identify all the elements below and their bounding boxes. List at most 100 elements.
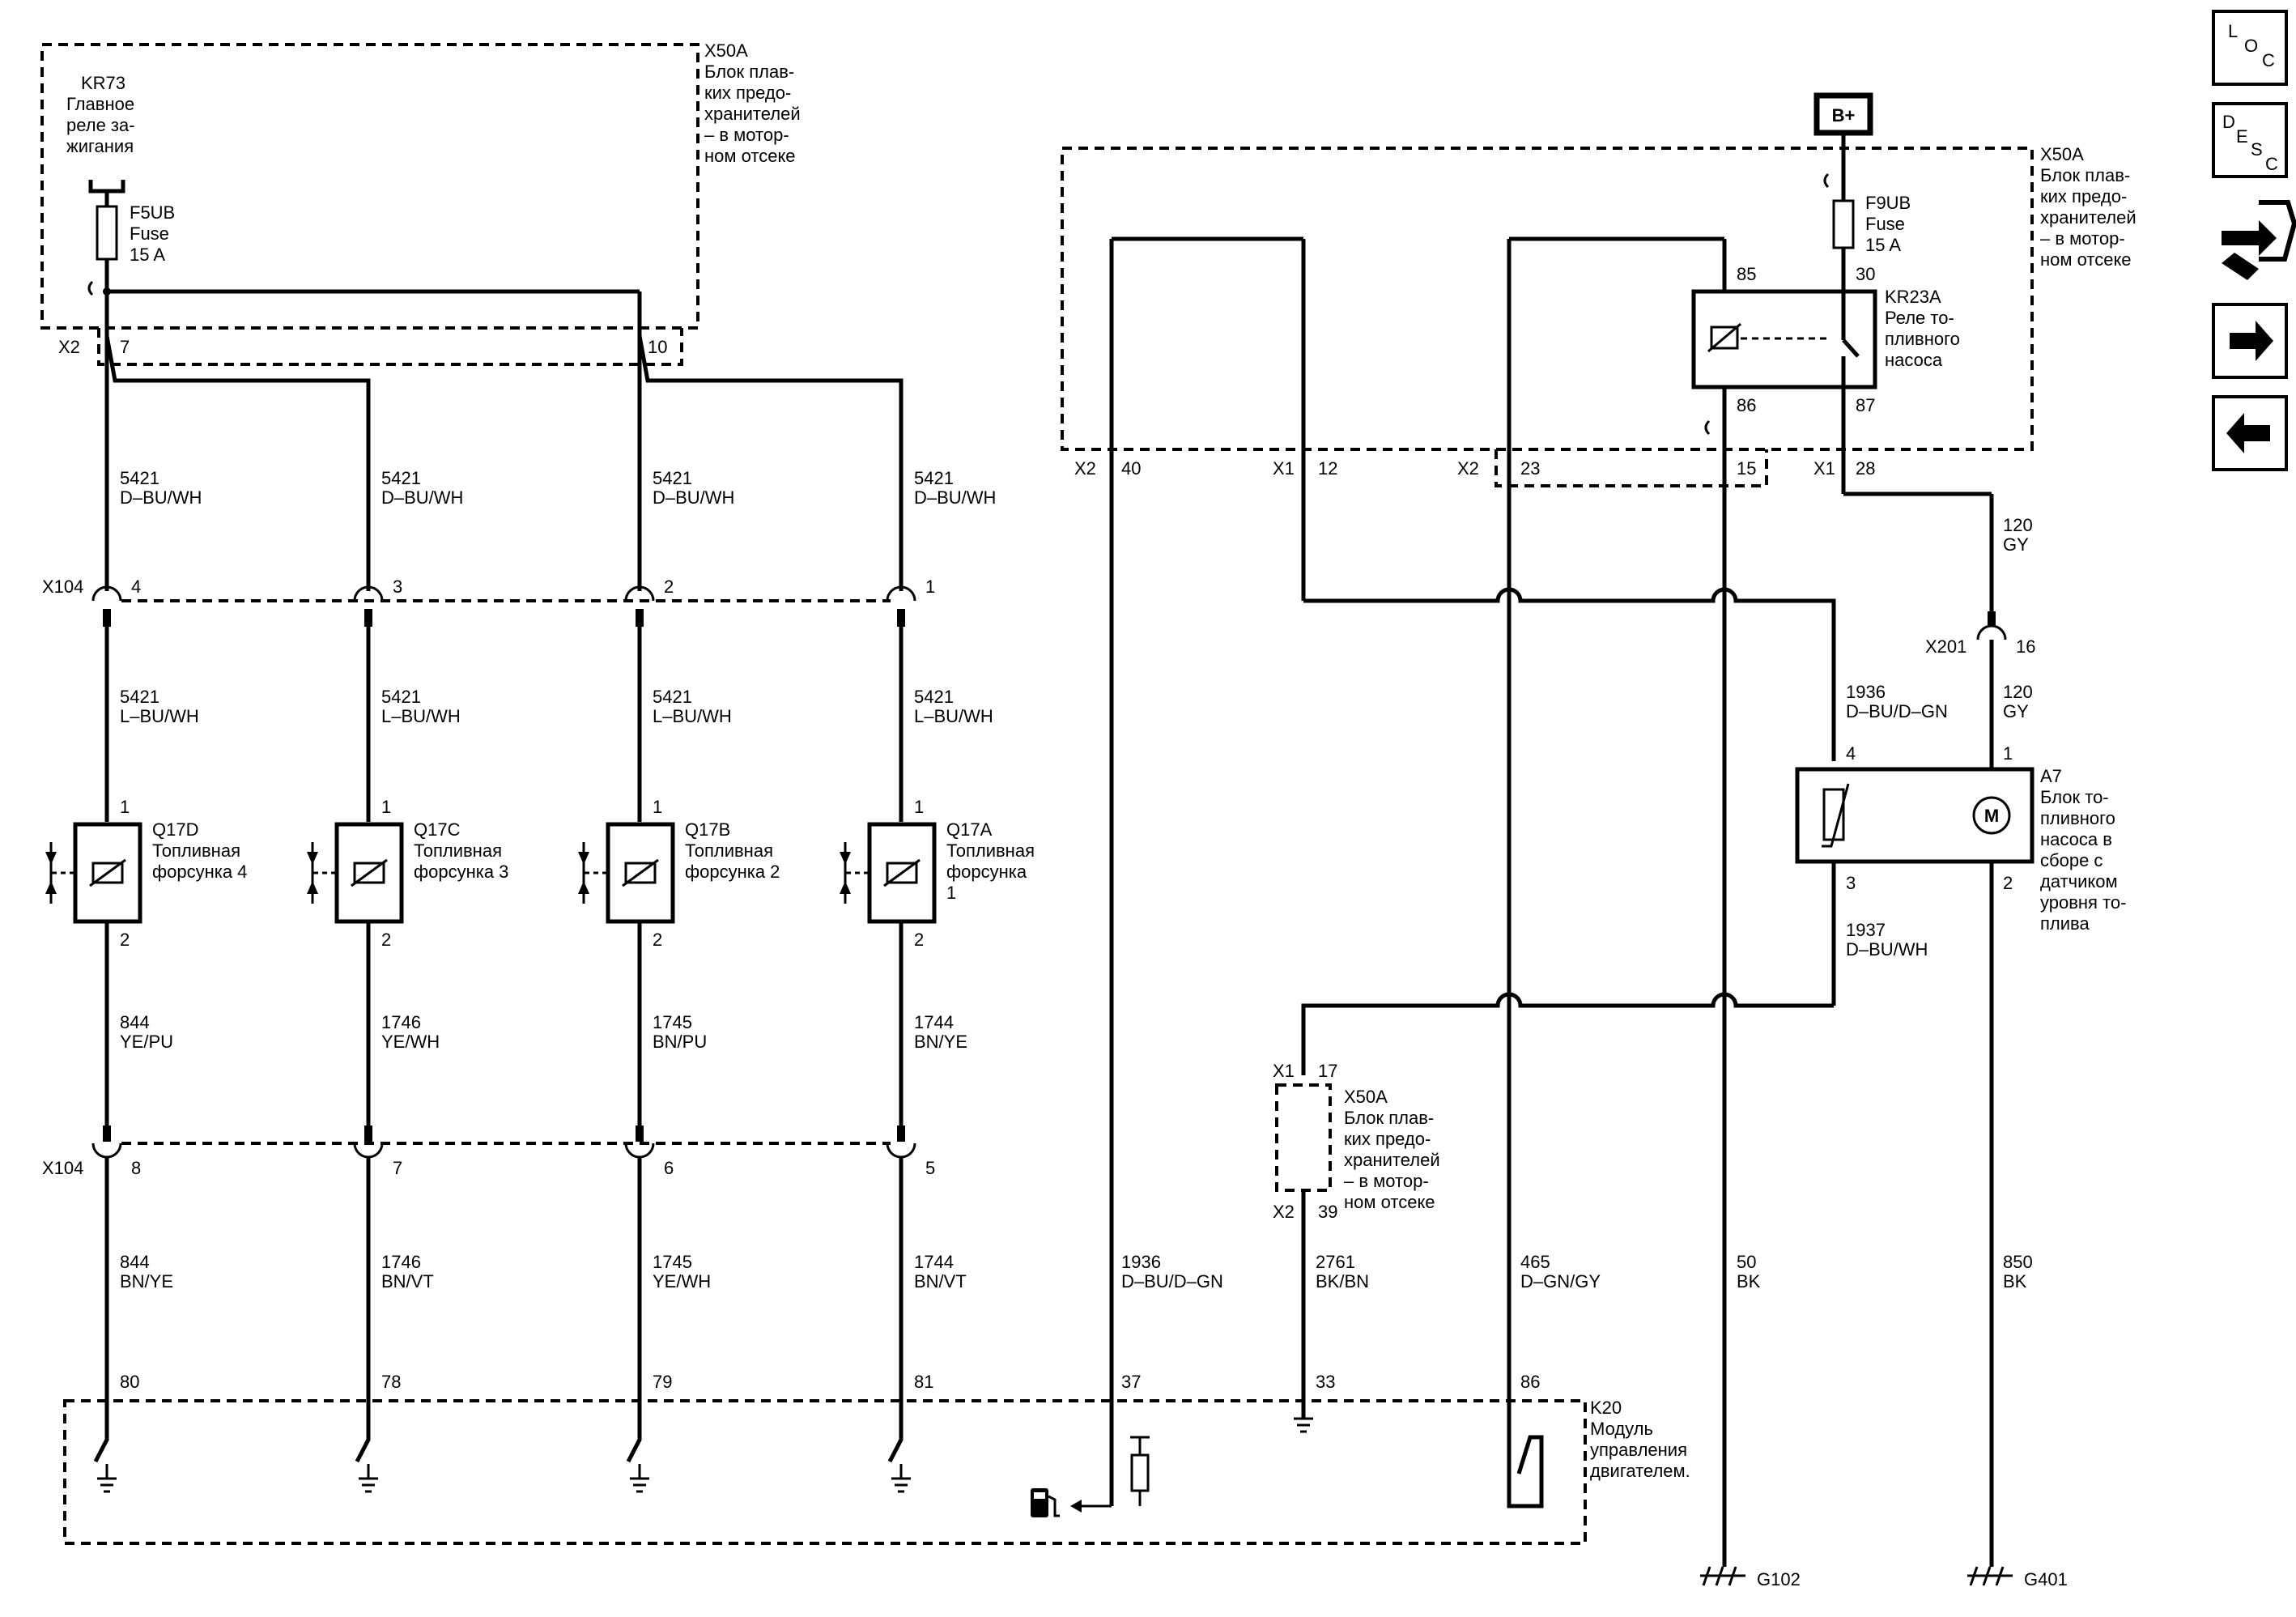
- svg-text:2: 2: [914, 930, 924, 950]
- relay-contact-icon: [88, 180, 125, 194]
- svg-text:7: 7: [120, 337, 130, 357]
- fuse-icon: [1832, 199, 1855, 249]
- svg-text:4: 4: [1846, 743, 1856, 764]
- desc-button[interactable]: D E S C: [2212, 102, 2288, 178]
- svg-text:X1: X1: [1273, 1061, 1295, 1081]
- fuse-icon: [96, 205, 118, 261]
- svg-text:37: 37: [1121, 1372, 1141, 1392]
- svg-text:S: S: [2251, 139, 2263, 160]
- k20-ground-switches-left: [93, 1425, 911, 1493]
- svg-text:12: 12: [1318, 458, 1337, 479]
- svg-text:E: E: [2236, 126, 2248, 147]
- svg-text:1: 1: [120, 797, 130, 817]
- loc-button[interactable]: L O C: [2212, 10, 2288, 86]
- svg-text:D: D: [2222, 112, 2235, 132]
- svg-text:C: C: [2265, 154, 2278, 174]
- fuel-pump-icon: [1031, 1488, 1060, 1517]
- ground-g401-label: G401: [2024, 1569, 2068, 1589]
- svg-text:28: 28: [1856, 458, 1875, 479]
- fuel-pump-assembly: [1795, 767, 2035, 864]
- injector-q17c: [307, 822, 404, 924]
- relay-kr23a: [1691, 289, 1877, 389]
- svg-text:1: 1: [2003, 743, 2013, 764]
- svg-text:2: 2: [381, 930, 391, 950]
- svg-text:81: 81: [914, 1372, 933, 1392]
- side-toolbar: L O C D E S C: [2212, 10, 2296, 471]
- x104-top-connectors: [91, 585, 916, 627]
- svg-text:8: 8: [131, 1158, 141, 1178]
- svg-text:2: 2: [2003, 873, 2013, 893]
- svg-text:10: 10: [648, 337, 667, 357]
- svg-text:79: 79: [653, 1372, 672, 1392]
- previous-arrow-button[interactable]: [2212, 395, 2288, 471]
- svg-text:2: 2: [120, 930, 130, 950]
- fuse-block-boundary-right: [1061, 147, 2034, 451]
- diagnostic-connector-icon[interactable]: [2222, 200, 2296, 280]
- battery-plus-label: B+: [1832, 105, 1856, 126]
- x104-bottom-label: X104: [42, 1158, 83, 1178]
- svg-text:5: 5: [925, 1158, 935, 1178]
- right-circuit: B+: [1031, 92, 2137, 1589]
- x104-bottom-connectors: [91, 1126, 916, 1159]
- svg-text:X1: X1: [1273, 458, 1295, 479]
- arrow-right-icon: [2230, 321, 2273, 361]
- svg-text:16: 16: [2016, 636, 2035, 657]
- svg-text:86: 86: [1520, 1372, 1540, 1392]
- svg-text:39: 39: [1318, 1202, 1337, 1222]
- next-arrow-button[interactable]: [2212, 303, 2288, 379]
- svg-text:3: 3: [393, 577, 402, 597]
- svg-text:M: M: [1984, 806, 1999, 826]
- svg-text:X201: X201: [1925, 636, 1966, 657]
- x2-right-connector-boundary: [1495, 449, 1768, 487]
- svg-text:X2: X2: [1273, 1202, 1295, 1222]
- svg-text:3: 3: [1846, 873, 1856, 893]
- svg-text:15: 15: [1737, 458, 1756, 479]
- svg-text:78: 78: [381, 1372, 401, 1392]
- fuse-block-boundary-left: [40, 43, 699, 330]
- svg-text:1: 1: [914, 797, 924, 817]
- svg-text:X2: X2: [1074, 458, 1096, 479]
- svg-text:C: C: [2262, 50, 2275, 70]
- svg-text:17: 17: [1318, 1061, 1337, 1081]
- svg-text:X1: X1: [1813, 458, 1835, 479]
- x2-connector-boundary: [97, 328, 683, 366]
- svg-text:1: 1: [925, 577, 935, 597]
- svg-text:O: O: [2244, 36, 2258, 56]
- x2-connector-label: X2: [58, 337, 80, 357]
- k20-module-boundary: [63, 1399, 1587, 1545]
- motor-icon: [1972, 796, 2011, 835]
